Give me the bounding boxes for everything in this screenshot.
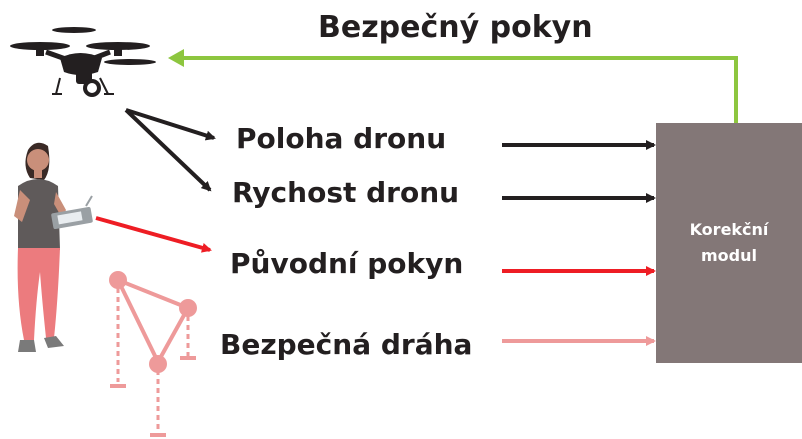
correction-module-label: Korekční modul	[690, 217, 769, 269]
correction-module-box: Korekční modul	[656, 123, 802, 363]
safe-command-label: Bezpečný pokyn	[318, 10, 593, 45]
module-label-line2: modul	[700, 246, 757, 265]
safe-path-label: Bezpečná dráha	[220, 328, 473, 361]
module-label-line1: Korekční	[689, 220, 769, 239]
arrow-drone-to-speed	[124, 108, 212, 192]
drone-speed-label: Rychost dronu	[232, 176, 460, 209]
arrow-safe-command-feedback	[168, 49, 738, 123]
original-command-label: Původní pokyn	[230, 247, 464, 280]
pilot-icon	[14, 142, 93, 352]
arrow-pilot-to-command	[95, 216, 212, 253]
robot-arm-path-icon	[109, 271, 197, 437]
drone-icon	[10, 27, 156, 97]
arrow-drone-to-position	[125, 108, 216, 141]
drone-position-label: Poloha dronu	[236, 122, 447, 155]
